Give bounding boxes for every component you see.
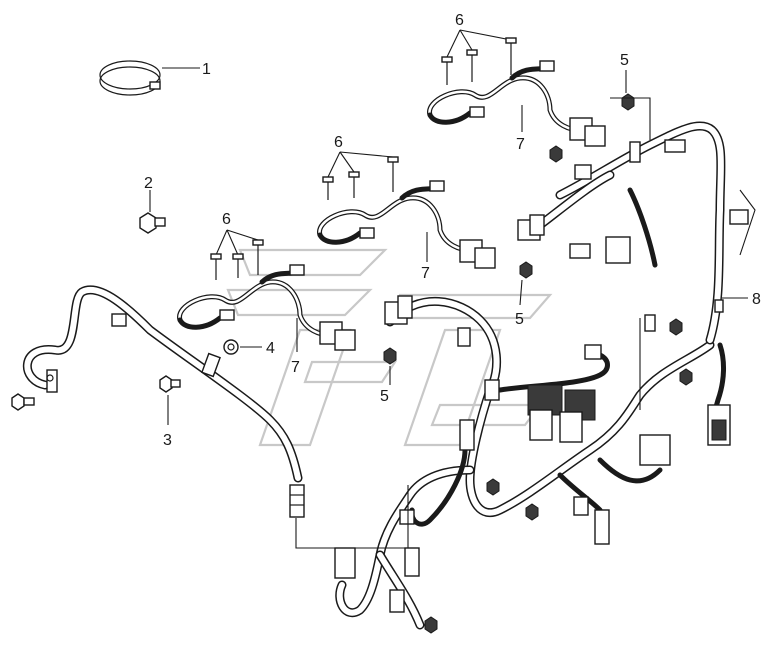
harness-connectors bbox=[334, 139, 749, 613]
callout-3: 3 bbox=[163, 432, 172, 449]
callout-5-upper: 5 bbox=[620, 52, 629, 69]
callout-4: 4 bbox=[266, 340, 275, 357]
injector-caps-upper bbox=[441, 29, 517, 85]
injector-harness-upper bbox=[427, 60, 606, 147]
callout-6-upper: 6 bbox=[455, 12, 464, 29]
injector-harness-middle bbox=[317, 180, 496, 269]
nuts-part-5 bbox=[383, 70, 693, 634]
callout-labels: 1 2 3 4 5 5 5 6 6 6 7 7 7 8 bbox=[144, 12, 761, 449]
callout-5-middle: 5 bbox=[515, 311, 524, 328]
injector-caps-middle bbox=[322, 151, 399, 200]
injector-harness-lower bbox=[177, 264, 356, 352]
injector-caps-lower bbox=[210, 229, 264, 280]
callout-8: 8 bbox=[752, 291, 761, 308]
main-harness-right bbox=[335, 121, 726, 630]
main-harness-left bbox=[23, 285, 305, 518]
bolt-part-3 bbox=[159, 375, 181, 425]
callout-5-lower: 5 bbox=[380, 388, 389, 405]
callout-6-lower: 6 bbox=[222, 211, 231, 228]
callout-7-lower: 7 bbox=[291, 359, 300, 376]
hose-clamp-part bbox=[99, 60, 200, 96]
callout-7-middle: 7 bbox=[421, 265, 430, 282]
leader-lines bbox=[295, 97, 756, 549]
callout-1: 1 bbox=[202, 61, 211, 78]
bolt-part-2 bbox=[139, 190, 166, 234]
bolt-left-end bbox=[11, 393, 35, 411]
callout-6-middle: 6 bbox=[334, 134, 343, 151]
grommet-part-4 bbox=[223, 339, 262, 355]
watermark-logo bbox=[226, 248, 553, 447]
callout-2: 2 bbox=[144, 175, 153, 192]
callout-7-upper: 7 bbox=[516, 136, 525, 153]
